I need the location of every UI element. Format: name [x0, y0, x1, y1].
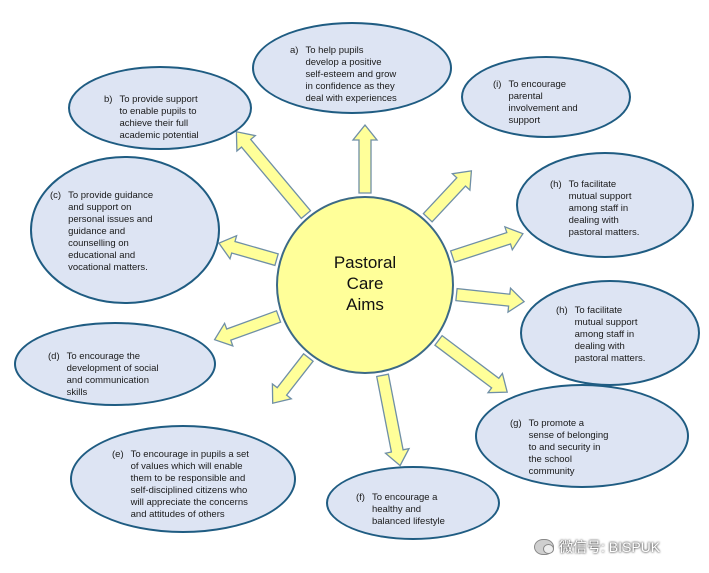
aim-bubble-b	[68, 66, 252, 150]
aim-label-h-lower: (h)	[556, 305, 568, 316]
wechat-icon	[534, 539, 554, 555]
arrow-to-f	[375, 373, 411, 467]
aim-text-d: (d) To encourage the development of socia…	[48, 339, 159, 399]
aim-label-d: (d)	[48, 351, 60, 362]
arrow-to-h-lower	[455, 286, 526, 314]
aim-text-h-upper: (h) To facilitate mutual support among st…	[550, 167, 639, 239]
arrow-to-h-upper	[449, 225, 524, 264]
aim-text-a: a) To help pupils develop a positive self…	[290, 33, 397, 105]
arrow-to-c	[217, 234, 280, 267]
aim-body-h-upper: To facilitate mutual support among staff…	[568, 179, 640, 238]
arrow-to-e	[271, 352, 315, 405]
watermark: 微信号: BISPUK	[534, 535, 699, 559]
watermark-text: 微信号: BISPUK	[559, 539, 661, 555]
aim-bubble-h-lower	[520, 280, 700, 386]
aim-body-d: To encourage the development of social a…	[66, 351, 159, 398]
center-circle	[276, 196, 454, 374]
aim-body-h-lower: To facilitate mutual support among staff…	[574, 305, 646, 364]
arrow-to-i	[422, 170, 473, 223]
aim-label-b: b)	[104, 94, 113, 105]
aim-body-f: To encourage a healthy and balanced life…	[371, 492, 445, 527]
aim-label-c: (c)	[50, 190, 62, 201]
aim-body-g: To promote a sense of belonging to and s…	[528, 418, 609, 477]
aim-text-f: (f) To encourage a healthy and balanced l…	[356, 480, 445, 528]
aim-bubble-a	[252, 22, 452, 114]
aim-text-c: (c) To provide guidance and support on pe…	[50, 178, 153, 274]
aim-body-i: To encourage parental involvement and su…	[508, 79, 578, 126]
aim-label-g: (g)	[510, 418, 522, 429]
arrow-to-d	[213, 309, 282, 347]
aim-text-e: (e) To encourage in pupils a set of value…	[112, 437, 249, 521]
aim-body-e: To encourage in pupils a set of values w…	[130, 449, 249, 520]
aim-label-h-upper: (h)	[550, 179, 562, 190]
aim-text-i: (i) To encourage parental involvement and…	[493, 67, 578, 127]
arrow-to-b	[235, 131, 312, 220]
aim-text-g: (g) To promote a sense of belonging to an…	[510, 406, 608, 478]
aim-bubble-c	[30, 156, 220, 304]
aim-bubble-h-upper	[516, 152, 694, 258]
aim-label-e: (e)	[112, 449, 124, 460]
aim-label-a: a)	[290, 45, 299, 56]
aim-bubble-e	[70, 425, 296, 533]
aim-text-h-lower: (h) To facilitate mutual support among st…	[556, 293, 645, 365]
aim-bubble-g	[475, 384, 689, 488]
aim-body-a: To help pupils develop a positive self-e…	[305, 45, 397, 104]
aim-bubble-i	[461, 56, 631, 138]
arrow-to-g	[433, 334, 509, 394]
aim-body-b: To provide support to enable pupils to a…	[119, 94, 199, 141]
aim-label-f: (f)	[356, 492, 365, 503]
aim-bubble-f	[326, 466, 500, 540]
aim-text-b: b) To provide support to enable pupils to…	[104, 82, 199, 142]
aim-body-c: To provide guidance and support on perso…	[68, 190, 154, 273]
arrow-to-a	[351, 123, 379, 194]
aim-label-i: (i)	[493, 79, 502, 90]
center-title: Pastoral Care Aims	[333, 253, 397, 314]
aim-bubble-d	[14, 322, 216, 406]
